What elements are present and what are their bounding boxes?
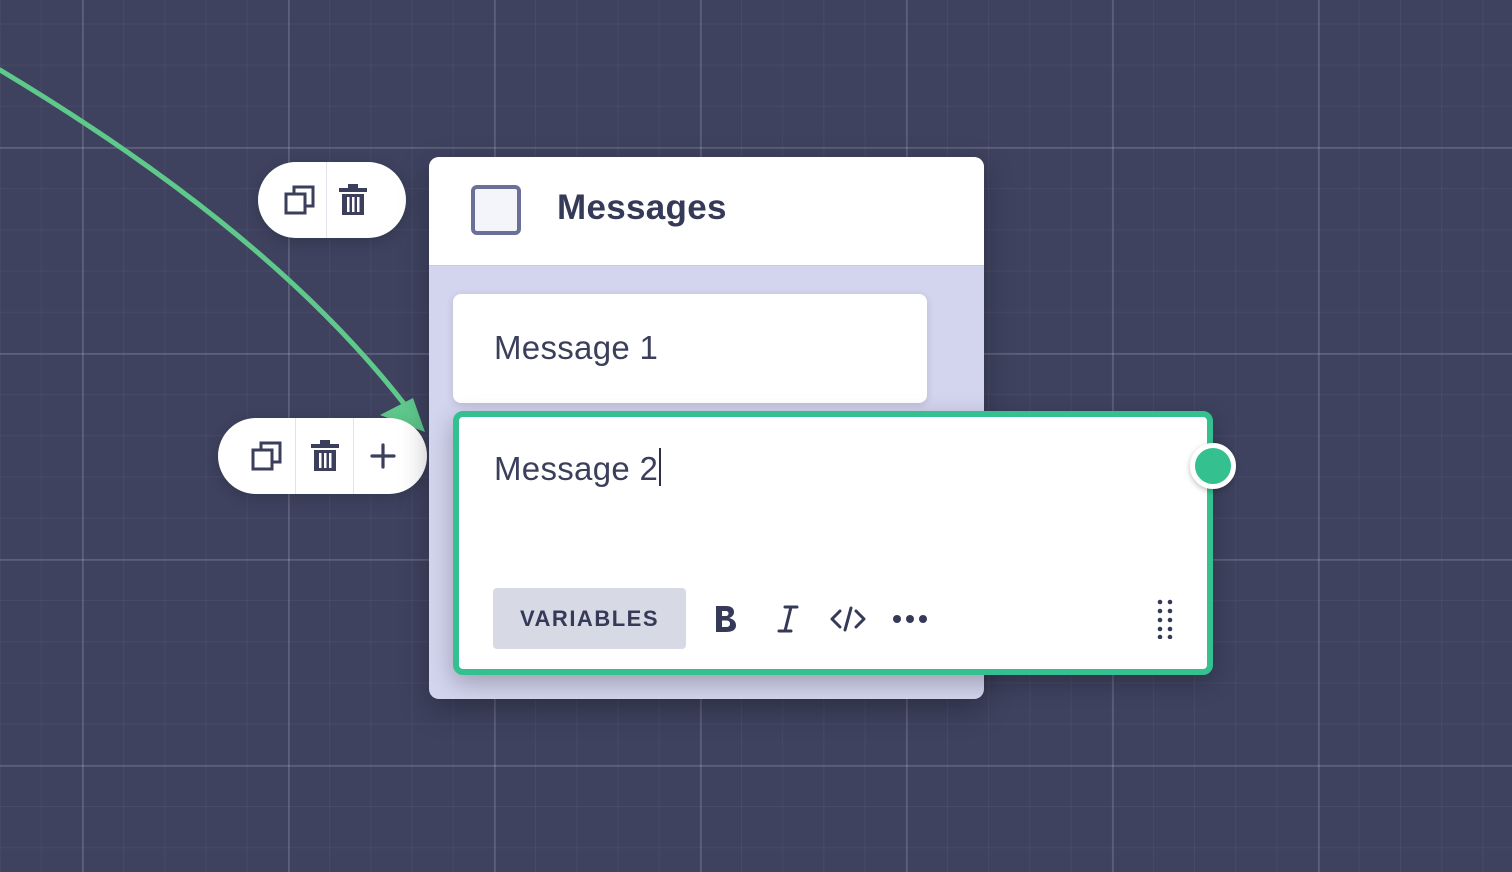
more-icon bbox=[893, 615, 927, 623]
step-actions-pill bbox=[218, 418, 427, 494]
text-caret bbox=[659, 448, 662, 486]
message-step-label: Message 1 bbox=[494, 329, 659, 366]
block-delete-button[interactable] bbox=[326, 162, 379, 238]
step-add-button[interactable] bbox=[353, 418, 411, 494]
message-step[interactable]: Message 1 bbox=[453, 294, 927, 403]
message-editor-value: Message 2 bbox=[494, 450, 659, 487]
more-button[interactable] bbox=[889, 593, 931, 645]
italic-icon bbox=[777, 605, 799, 633]
bold-icon bbox=[716, 606, 736, 632]
block-title[interactable]: Messages bbox=[557, 188, 727, 227]
block-duplicate-button[interactable] bbox=[274, 162, 326, 238]
copy-icon bbox=[251, 441, 281, 471]
drag-handle-icon bbox=[1157, 599, 1173, 639]
step-delete-button[interactable] bbox=[295, 418, 353, 494]
step-duplicate-button[interactable] bbox=[238, 418, 295, 494]
block-actions-pill bbox=[258, 162, 406, 238]
trash-icon bbox=[310, 440, 339, 471]
block-header: Messages bbox=[429, 157, 984, 266]
copy-icon bbox=[284, 185, 315, 215]
bold-button[interactable] bbox=[707, 593, 745, 645]
code-icon bbox=[830, 606, 866, 632]
plus-icon bbox=[369, 443, 396, 469]
checkbox-icon[interactable] bbox=[471, 185, 521, 235]
message-editor-input[interactable]: Message 2 bbox=[494, 447, 662, 491]
drag-handle[interactable] bbox=[1150, 593, 1180, 645]
trash-icon bbox=[339, 184, 367, 215]
italic-button[interactable] bbox=[769, 593, 807, 645]
variables-button[interactable]: VARIABLES bbox=[493, 588, 686, 649]
code-button[interactable] bbox=[827, 593, 869, 645]
output-port[interactable] bbox=[1190, 443, 1236, 489]
message-editor[interactable]: Message 2 VARIABLES bbox=[453, 411, 1213, 675]
